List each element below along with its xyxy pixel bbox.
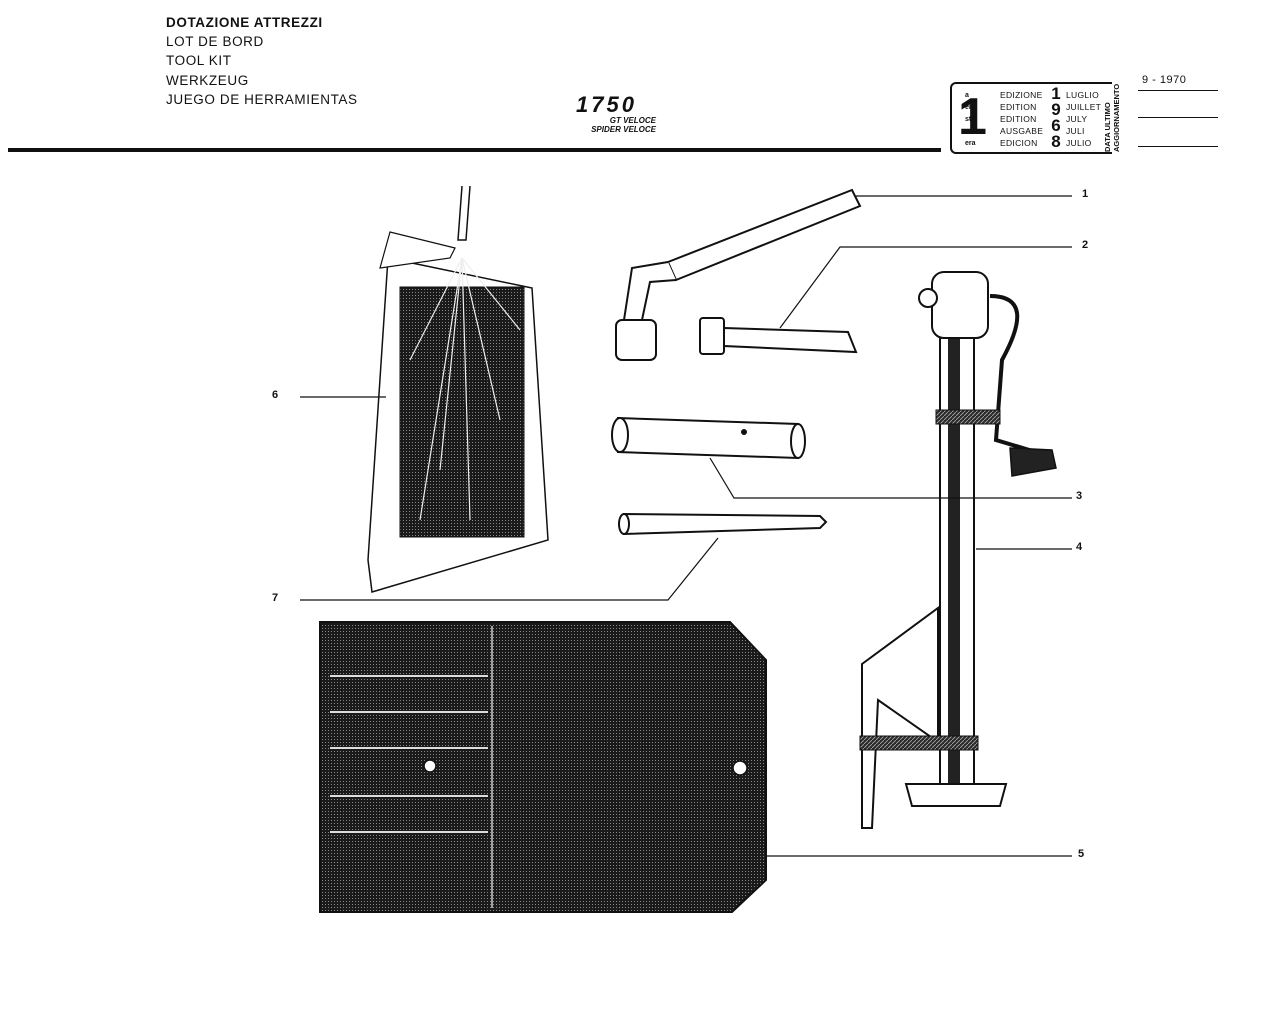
update-line-2	[1138, 117, 1218, 118]
title-block: DOTAZIONE ATTREZZI LOT DE BORD TOOL KIT …	[166, 13, 358, 109]
title-english: TOOL KIT	[166, 53, 232, 69]
edition-year-digit: 6	[1051, 116, 1061, 135]
tube-spanner	[611, 416, 806, 460]
callout-1: 1	[1082, 188, 1089, 200]
callout-7: 7	[272, 592, 279, 604]
model-number: 1750	[576, 92, 637, 117]
title-italian: DOTAZIONE ATTREZZI	[166, 15, 323, 30]
edition-year-digit: 1	[1051, 84, 1061, 103]
callout-2: 2	[1082, 239, 1089, 251]
callout-4: 4	[1076, 541, 1083, 553]
model-variant-gt: GT VELOCE	[609, 116, 656, 125]
title-spanish: JUEGO DE HERRAMIENTAS	[166, 91, 358, 107]
header-rule	[8, 148, 941, 152]
tool-roll	[319, 621, 767, 913]
update-line-1	[1138, 90, 1218, 91]
update-line-3	[1138, 146, 1218, 147]
edition-ordinals: a ere st . era	[965, 92, 976, 147]
wheel-brace	[615, 188, 862, 361]
edition-year-digit: 8	[1051, 132, 1061, 151]
callout-6: 6	[272, 389, 279, 401]
tool-bag	[367, 185, 549, 593]
callout-5: 5	[1078, 848, 1085, 860]
edition-box: 1 a ere st . era EDIZIONE EDITION EDITIO…	[950, 82, 1112, 154]
car-jack	[859, 271, 1057, 829]
leader-lines	[300, 195, 1072, 857]
edition-labels: EDIZIONE EDITION EDITION AUSGABE EDICION	[1000, 90, 1044, 148]
title-french: LOT DE BORD	[166, 34, 264, 50]
model-logo: 1750 GT VELOCE SPIDER VELOCE	[576, 92, 666, 135]
model-variant-spider: SPIDER VELOCE	[591, 125, 656, 134]
edition-year-digit: 9	[1051, 100, 1061, 119]
flat-wrench	[699, 317, 858, 355]
title-german: WERKZEUG	[166, 72, 249, 88]
edition-number: 1	[958, 88, 987, 146]
callout-3: 3	[1076, 490, 1083, 502]
edition-months: LUGLIO JUILLET JULY JULI JULIO	[1066, 90, 1102, 148]
tommy-bar	[618, 512, 828, 536]
update-date: 9 - 1970	[1142, 74, 1187, 86]
